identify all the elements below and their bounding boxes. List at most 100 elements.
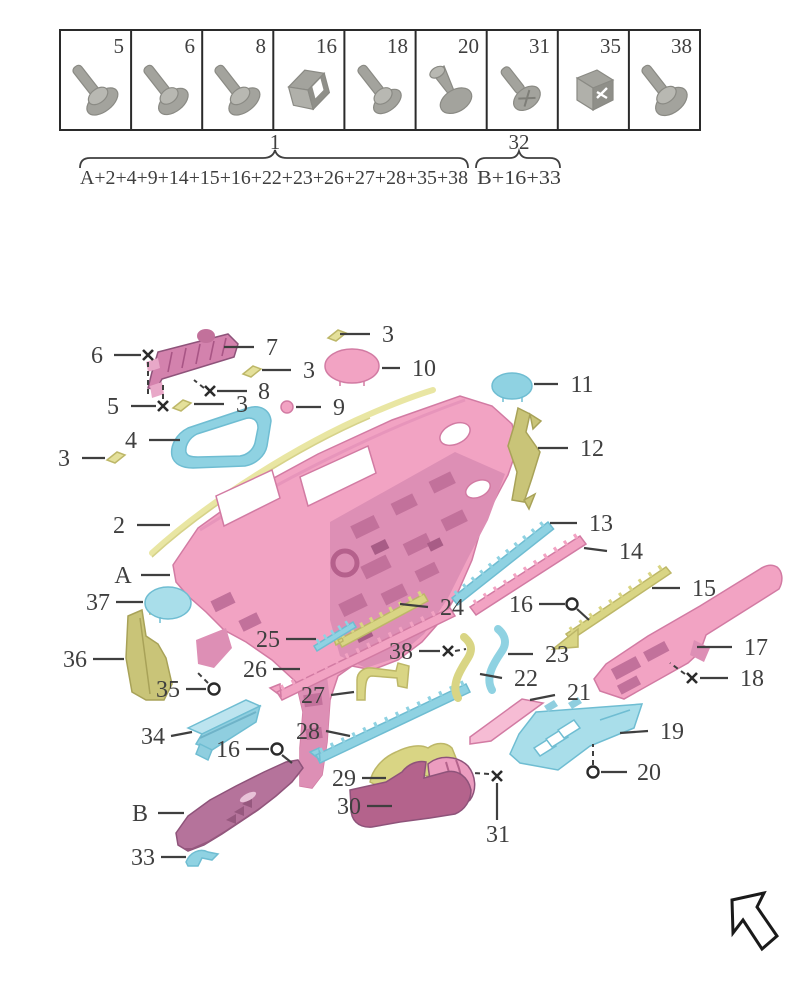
fastener-table-border	[59, 29, 701, 131]
callout-label-29: 29	[332, 766, 356, 792]
part-23-duct	[485, 625, 509, 694]
vent-opening-right	[439, 421, 471, 447]
part-25-retainer-strip	[312, 617, 358, 653]
callout-label-2: 2	[113, 513, 125, 539]
callout-label-6: 6	[91, 343, 103, 369]
callout-label-9: 9	[333, 395, 345, 421]
screw-washer-icon	[72, 64, 119, 116]
part-7-upper-bracket	[146, 329, 239, 398]
screw-washer-icon	[357, 64, 402, 115]
part-22-duct	[451, 633, 475, 702]
table-cell-number: 8	[256, 34, 267, 58]
callout-label-12: 12	[580, 436, 604, 462]
exploded-parts	[105, 329, 783, 867]
part-34-column-shroud	[186, 699, 262, 762]
part-B-driver-lower-panel	[175, 759, 304, 852]
table-cell-number: 31	[529, 34, 550, 58]
callout-label-25: 25	[256, 627, 280, 653]
callout-label-17: 17	[744, 635, 768, 661]
part-11-speaker-cover	[491, 372, 533, 402]
callout-label-23: 23	[545, 642, 569, 668]
callout-label-35: 35	[156, 677, 180, 703]
under-structure	[330, 452, 505, 668]
callout-label-30: 30	[337, 794, 361, 820]
flat-screw-icon	[500, 66, 541, 112]
callout-label-7: 7	[266, 335, 278, 361]
clip-nut-icon	[287, 69, 331, 111]
group-1-formula: A+2+4+9+14+15+16+22+23+26+27+28+35+38	[80, 167, 468, 189]
callout-label-20: 20	[637, 760, 661, 786]
display-opening	[299, 444, 377, 508]
part-9-grommet	[280, 400, 294, 414]
callout-label-31: 31	[486, 822, 510, 848]
callout-label-36: 36	[63, 647, 87, 673]
callout-label-24: 24	[440, 595, 464, 621]
fastener-table: 5 6 8 16 18 20 31 35 38	[59, 29, 701, 131]
push-rivet-icon	[429, 65, 473, 115]
screw-washer-icon	[214, 64, 261, 116]
callout-label-37: 37	[86, 590, 110, 616]
bracket-knob	[197, 329, 215, 343]
callout-label-B: B	[132, 801, 148, 827]
callout-label-3: 3	[382, 322, 394, 348]
callout-label-4: 4	[125, 428, 137, 454]
callout-label-21: 21	[567, 680, 591, 706]
callout-label-14: 14	[619, 539, 643, 565]
clip-3-icon	[105, 451, 127, 464]
callout-label-38: 38	[389, 639, 413, 665]
part-A-instrument-panel	[172, 395, 519, 789]
callout-label-3: 3	[236, 392, 248, 418]
group-1-number: 1	[270, 130, 281, 154]
callout-label-8: 8	[258, 379, 270, 405]
table-cell-number: 35	[600, 34, 621, 58]
clip-3-icon	[171, 399, 193, 412]
harness-hole	[330, 548, 360, 578]
table-cell-number: 18	[387, 34, 408, 58]
fastener-icons	[72, 64, 688, 117]
part-17-passenger-panel	[593, 564, 783, 700]
part-37-speaker-cover	[144, 586, 192, 623]
group-1-brace	[79, 149, 469, 169]
bracket-details	[210, 471, 468, 741]
callout-labels: 3 6 7 3 8 10 11 5 3 9 4 12 3 2 13 14 A 1…	[58, 322, 768, 871]
group-32-brace	[475, 147, 561, 169]
table-cell-number: 16	[316, 34, 337, 58]
callout-label-15: 15	[692, 576, 716, 602]
part-12-side-bracket	[507, 406, 543, 511]
clip-3-icon	[326, 329, 348, 342]
table-cell-number: 38	[671, 34, 692, 58]
table-cell-number: 6	[185, 34, 196, 58]
callout-label-A: A	[114, 563, 132, 589]
callout-label-33: 33	[131, 845, 155, 871]
part-15-retainer-strip	[550, 562, 673, 650]
group-32-number: 32	[509, 130, 530, 154]
part-27-bracket	[356, 662, 410, 701]
part-33-clip	[185, 849, 220, 867]
screw-washer-icon	[143, 64, 189, 116]
callout-label-19: 19	[660, 719, 684, 745]
table-cell-number: 5	[114, 34, 125, 58]
part-26-retainer-strip	[268, 603, 457, 701]
part-10-speaker-cover	[324, 348, 380, 386]
leader-lines	[82, 332, 732, 859]
clip-3-icon	[241, 365, 263, 378]
part-21-trim-bar	[469, 698, 545, 745]
part-4-display-bezel	[170, 406, 272, 469]
part-14-retainer-strip	[468, 531, 588, 617]
table-cell-number: 20	[458, 34, 479, 58]
fastener-table-numbers: 5 6 8 16 18 20 31 35 38	[114, 34, 693, 58]
left-lower-leg	[196, 628, 232, 668]
callout-label-13: 13	[589, 511, 613, 537]
callout-label-26: 26	[243, 657, 267, 683]
callout-label-5: 5	[107, 394, 119, 420]
strip-arrow-end	[550, 627, 579, 650]
screw-washer-icon	[641, 64, 688, 117]
callout-label-27: 27	[301, 683, 325, 709]
part-13-retainer-strip	[450, 518, 555, 607]
callout-label-22: 22	[514, 666, 538, 692]
callout-label-18: 18	[740, 666, 764, 692]
part-28-retainer-strip	[308, 679, 472, 764]
cluster-opening	[215, 468, 281, 528]
callout-label-16: 16	[509, 592, 533, 618]
callout-label-16: 16	[216, 737, 240, 763]
